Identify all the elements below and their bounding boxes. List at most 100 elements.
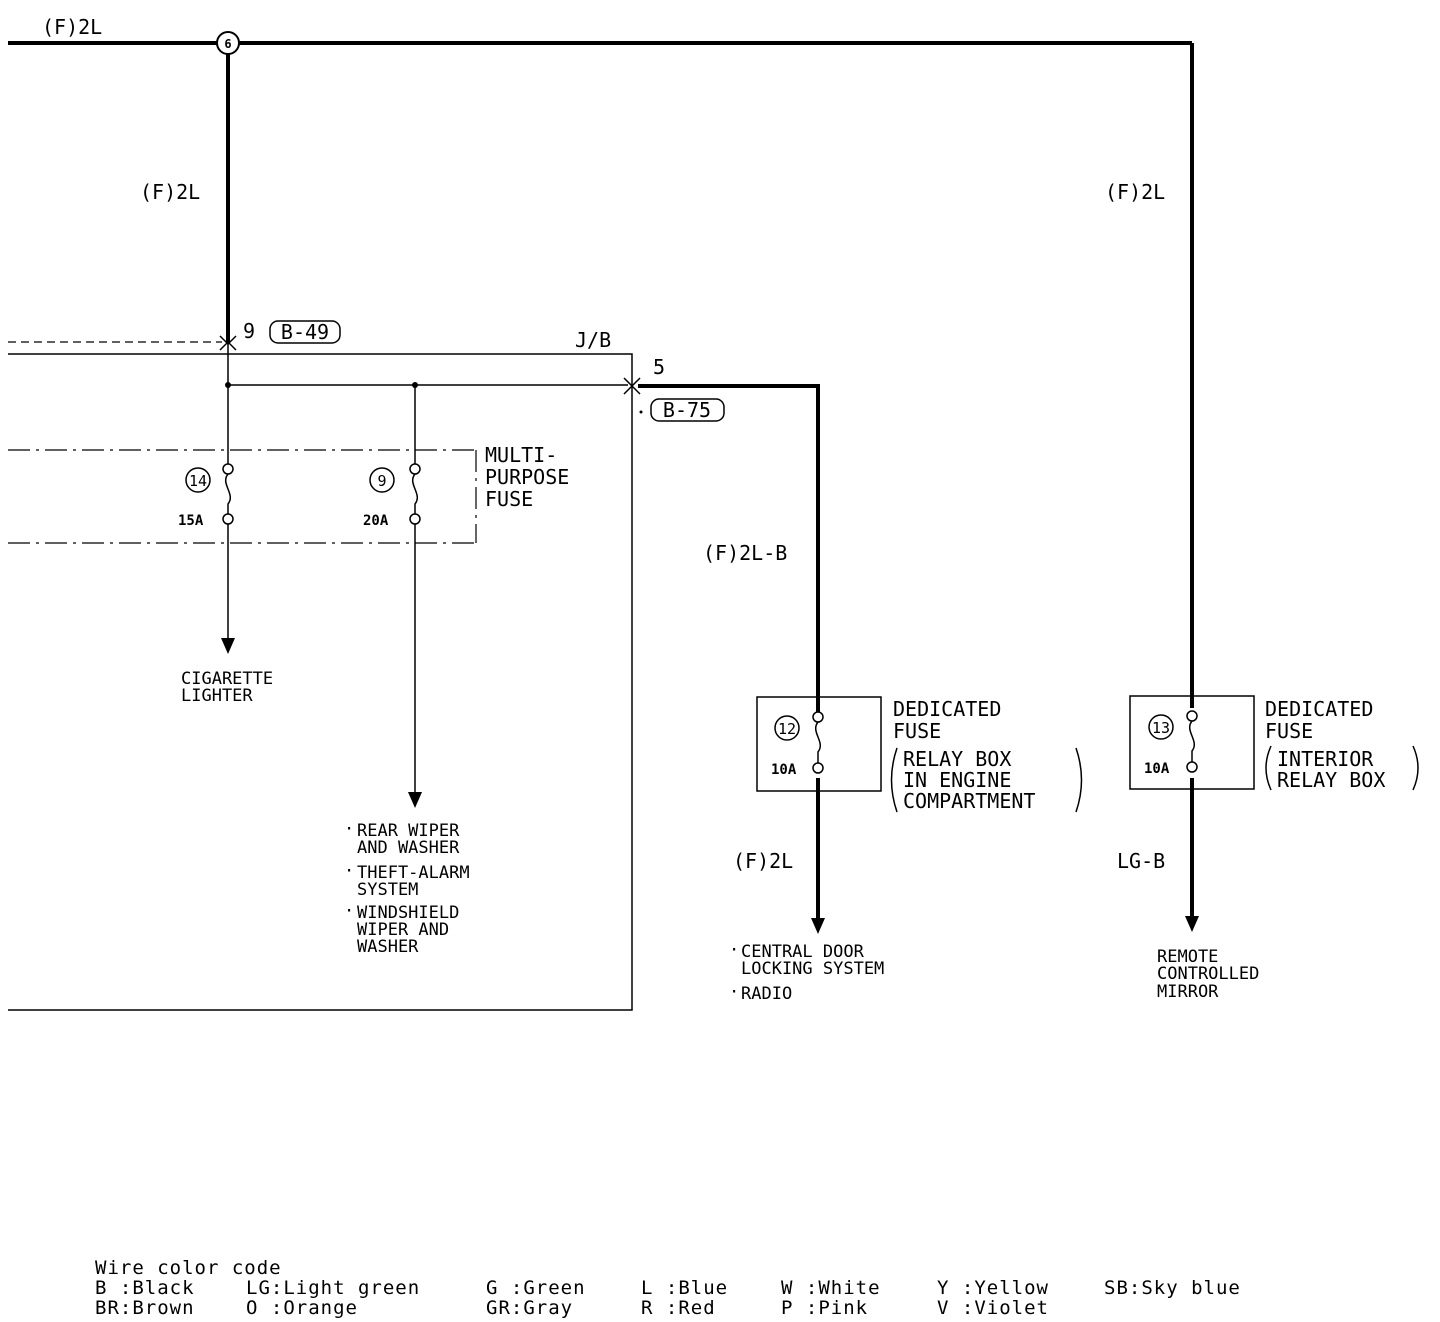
fuse13-number: 13 <box>1152 719 1170 737</box>
fuse12-number-circle <box>774 715 800 741</box>
arrow-fuse9-loads <box>408 792 422 808</box>
legend-y: Y :Yellow <box>937 1277 1049 1299</box>
connector-b75-box <box>650 398 725 422</box>
junction-block-outline <box>8 353 633 1011</box>
connector-b49-name: B-49 <box>281 320 329 344</box>
fuse13-paren-left <box>1265 745 1272 791</box>
wire-label-right-drop: (F)2L <box>1105 180 1165 204</box>
mirror-line3: MIRROR <box>1157 982 1219 1002</box>
junction-6-circle <box>216 31 240 55</box>
legend-b: B :Black <box>95 1277 195 1299</box>
fuse12-element <box>815 721 821 763</box>
arrow-fuse12-loads <box>811 918 825 934</box>
junction-block-label: J/B <box>575 328 611 352</box>
wire-label-top-drop: (F)2L <box>140 180 200 204</box>
legend-o: O :Orange <box>246 1297 358 1319</box>
cigarette-lighter-line1: CIGARETTE <box>181 669 273 689</box>
fuse12-paren-left <box>890 747 898 813</box>
legend-gr: GR:Gray <box>486 1297 573 1319</box>
fuse12-label-line1: DEDICATED <box>893 697 1001 721</box>
fuse9-rating: 20A <box>363 513 389 529</box>
mpf-label-line1: MULTI- <box>485 443 557 467</box>
rear-wiper-line1: REAR WIPER <box>357 821 460 841</box>
fuse13-label-line2: FUSE <box>1265 719 1313 743</box>
legend-title: Wire color code <box>95 1257 282 1279</box>
fuse13-label-line1: DEDICATED <box>1265 697 1373 721</box>
connector-b49-box <box>269 320 341 344</box>
fuse13-rating: 10A <box>1144 761 1170 777</box>
rear-wiper-line2: AND WASHER <box>357 838 460 858</box>
fuse12-location-line1: RELAY BOX <box>903 747 1011 771</box>
bus-node-left <box>225 382 231 388</box>
fuse9-terminal-bottom <box>409 513 421 525</box>
wire-b75-to-fuse12 <box>638 384 820 712</box>
connector-b75-pin: 5 <box>653 355 665 379</box>
fuse9-element <box>412 473 418 514</box>
fuse13-number-circle <box>1148 714 1174 740</box>
legend-p: P :Pink <box>781 1297 868 1319</box>
fuse12-label-line2: FUSE <box>893 719 941 743</box>
fuse12-box <box>756 696 882 792</box>
legend-br: BR:Brown <box>95 1297 195 1319</box>
legend-lg: LG:Light green <box>246 1277 420 1299</box>
theft-alarm-line1: THEFT-ALARM <box>357 863 470 883</box>
arrow-fuse13-mirror <box>1185 916 1199 932</box>
fuse13-element <box>1189 720 1195 762</box>
connector-b75-dot <box>639 410 643 414</box>
mirror-line2: CONTROLLED <box>1157 964 1259 984</box>
connector-b49-pin: 9 <box>243 319 255 343</box>
central-door-line2: LOCKING SYSTEM <box>741 959 884 979</box>
fuse14-element <box>225 473 231 514</box>
fuse12-rating: 10A <box>771 762 797 778</box>
cigarette-lighter-line2: LIGHTER <box>181 686 253 706</box>
fuse14-number: 14 <box>189 472 207 490</box>
fuse12-location-line2: IN ENGINE <box>903 768 1011 792</box>
fuse9-terminal-top <box>409 463 421 475</box>
fuse9-number-circle <box>369 467 395 493</box>
wire-label-to-fuse12: (F)2L-B <box>703 541 787 565</box>
central-door-line1: CENTRAL DOOR <box>741 942 865 962</box>
fuse13-terminal-bottom <box>1186 761 1198 773</box>
fuse13-location-line1: INTERIOR <box>1277 747 1374 771</box>
bullet-theft-alarm: · <box>344 861 354 881</box>
theft-alarm-line2: SYSTEM <box>357 880 418 900</box>
bullet-central-door: · <box>729 940 739 960</box>
windshield-line1: WINDSHIELD <box>357 903 459 923</box>
legend-v: V :Violet <box>937 1297 1049 1319</box>
fuse12-paren-right <box>1075 747 1083 813</box>
arrow-cigarette-lighter <box>221 638 235 654</box>
mpf-label-line2: PURPOSE <box>485 465 569 489</box>
connector-b75-symbol <box>623 377 641 395</box>
wire-label-top-left: (F)2L <box>42 15 102 39</box>
fuse13-terminal-top <box>1186 710 1198 722</box>
windshield-line3: WASHER <box>357 937 419 957</box>
bullet-radio: · <box>729 982 739 1002</box>
fuse14-number-circle <box>185 467 211 493</box>
fuse14-terminal-bottom <box>222 513 234 525</box>
fuse12-number: 12 <box>778 720 796 738</box>
fuse13-location-line2: RELAY BOX <box>1277 768 1385 792</box>
fuse13-box <box>1129 695 1255 790</box>
fuse12-location-line3: COMPARTMENT <box>903 789 1035 813</box>
junction-6-number: 6 <box>224 37 231 51</box>
mirror-line1: REMOTE <box>1157 947 1218 967</box>
legend-l: L :Blue <box>641 1277 728 1299</box>
fuse9-number: 9 <box>377 472 386 490</box>
radio-line1: RADIO <box>741 984 792 1004</box>
legend-g: G :Green <box>486 1277 586 1299</box>
bullet-windshield: · <box>344 901 354 921</box>
bullet-rear-wiper: · <box>344 819 354 839</box>
legend-sb: SB:Sky blue <box>1104 1277 1241 1299</box>
connector-b75-name: B-75 <box>663 398 711 422</box>
mpf-label-line3: FUSE <box>485 487 533 511</box>
windshield-line2: WIPER AND <box>357 920 449 940</box>
wire-label-from-fuse13: LG-B <box>1117 849 1165 873</box>
fuse13-paren-right <box>1412 745 1419 791</box>
fuse12-terminal-bottom <box>812 762 824 774</box>
fuse14-terminal-top <box>222 463 234 475</box>
legend-r: R :Red <box>641 1297 716 1319</box>
legend-w: W :White <box>781 1277 881 1299</box>
fuse14-rating: 15A <box>178 513 204 529</box>
wire-label-from-fuse12: (F)2L <box>733 849 793 873</box>
